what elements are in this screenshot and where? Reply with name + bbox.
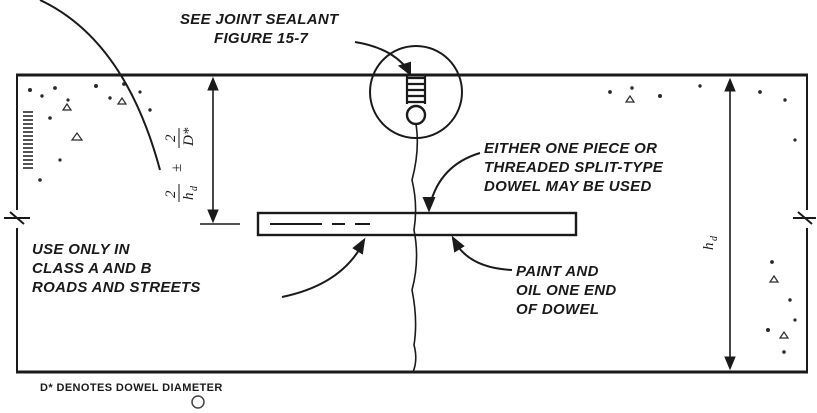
dim-sep: ± bbox=[169, 164, 185, 172]
dim-slab-depth-sub: d bbox=[709, 235, 720, 241]
paint-oil-line-1: PAINT AND bbox=[516, 263, 599, 280]
paint-oil-line-3: OF DOWEL bbox=[516, 301, 600, 318]
paint-oil-line-2: OIL ONE END bbox=[516, 282, 617, 299]
backer-rod bbox=[405, 104, 427, 126]
footnote: D* DENOTES DOWEL DIAMETER bbox=[40, 382, 223, 394]
dowel-type-leader bbox=[429, 152, 481, 206]
class-use-label: USE ONLY IN CLASS A AND B ROADS AND STRE… bbox=[32, 240, 201, 297]
dowel-bar bbox=[256, 211, 578, 237]
stamp-mark bbox=[191, 395, 205, 409]
dowel-type-line-1: EITHER ONE PIECE OR bbox=[484, 140, 658, 157]
dim-half-depth-sub: d bbox=[189, 185, 200, 191]
dim-dowel-top: D* bbox=[181, 127, 197, 147]
dim-half-depth-den: 2 bbox=[163, 190, 179, 198]
dowel-type-line-3: DOWEL MAY BE USED bbox=[484, 178, 652, 195]
detail-circle bbox=[369, 45, 463, 139]
left-break-mark bbox=[4, 211, 30, 225]
class-use-line-3: ROADS AND STREETS bbox=[32, 279, 201, 296]
paint-oil-label: PAINT AND OIL ONE END OF DOWEL bbox=[516, 262, 617, 319]
dowel-type-line-2: THREADED SPLIT-TYPE bbox=[484, 159, 664, 176]
dim-slab-depth: h bbox=[701, 243, 717, 251]
slab-outline bbox=[4, 73, 816, 374]
slab-depth-text: h d bbox=[701, 235, 720, 250]
class-use-line-1: USE ONLY IN bbox=[32, 241, 130, 258]
dowel-type-label: EITHER ONE PIECE OR THREADED SPLIT-TYPE … bbox=[484, 139, 663, 196]
class-use-line-2: CLASS A AND B bbox=[32, 260, 152, 277]
dim-half-depth-num: h bbox=[181, 193, 197, 201]
concrete-texture bbox=[23, 82, 797, 354]
slab-depth-dimension bbox=[724, 77, 736, 371]
joint-detail bbox=[369, 45, 463, 373]
reference-arc bbox=[39, 0, 161, 171]
dowel-depth-dimension bbox=[200, 74, 240, 225]
leader-lines bbox=[281, 41, 513, 298]
dim-dowel-den: 2 bbox=[163, 134, 179, 142]
left-hatch-lines bbox=[23, 111, 33, 169]
sealant-ref-line-2: FIGURE 15-7 bbox=[214, 30, 309, 47]
sealant-coil bbox=[405, 76, 427, 104]
dowel-depth-text: h d 2 ± D* 2 bbox=[163, 127, 200, 202]
class-use-leader bbox=[281, 244, 363, 298]
right-break-mark bbox=[793, 211, 816, 225]
dowel-body bbox=[256, 211, 578, 237]
sealant-ref-line-1: SEE JOINT SEALANT bbox=[180, 11, 339, 28]
sealant-reference-label: SEE JOINT SEALANT FIGURE 15-7 bbox=[180, 10, 338, 48]
joint-crack-line bbox=[411, 123, 419, 373]
